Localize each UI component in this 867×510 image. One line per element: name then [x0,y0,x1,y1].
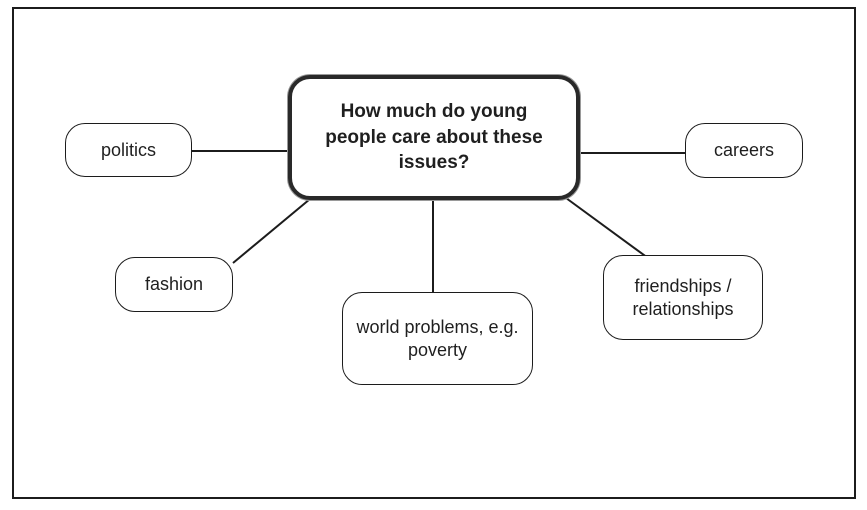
node-politics-label: politics [100,139,157,160]
connector-fashion [232,198,311,264]
node-fashion-label: fashion [144,274,204,295]
center-node-label: How much do young people care about thes… [325,101,543,174]
node-politics: politics [65,123,192,177]
node-friendships: friendships / relationships [603,255,763,340]
center-node-question: How much do young people care about thes… [288,75,580,200]
connector-friendships [565,197,649,259]
node-careers: careers [685,123,803,178]
node-world-problems-label: world problems, e.g. poverty [356,317,519,360]
node-fashion: fashion [115,257,233,312]
node-careers-label: careers [713,140,775,161]
node-friendships-label: friendships / relationships [632,276,734,319]
node-world-problems: world problems, e.g. poverty [342,292,533,385]
